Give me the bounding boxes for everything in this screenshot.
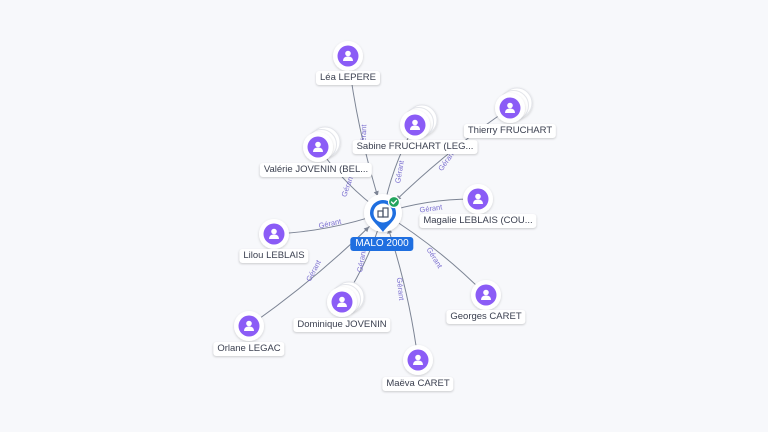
person-node-lea[interactable] [333,41,363,71]
person-node-magalie[interactable] [463,184,493,214]
edge-arrow-lea [373,190,379,197]
edge-label-lea: Gérant [359,123,369,147]
person-node-maeva[interactable] [403,345,433,375]
person-icon [481,289,491,300]
person-label-sabine[interactable]: Sabine FRUCHART (LEG... [352,140,478,154]
person-icon [473,193,483,204]
person-icon [244,320,254,331]
nodes-layer [234,41,533,375]
person-icon [410,119,420,130]
person-icon [269,228,279,239]
person-node-lilou[interactable] [259,219,289,249]
person-icon [337,296,347,307]
edge-label-maeva: Gérant [395,277,406,302]
edge-label-dominique: Gérant [355,248,368,273]
person-node-orlane[interactable] [234,311,264,341]
person-label-lilou[interactable]: Lilou LEBLAIS [239,249,309,263]
person-icon [313,141,323,152]
edge-arrow-orlane [363,226,370,233]
edge-label-georges: Gérant [425,246,445,271]
person-label-valerie[interactable]: Valérie JOVENIN (BEL... [259,163,373,177]
person-label-magalie[interactable]: Magalie LEBLAIS (COU... [419,214,537,228]
edge-label-lilou: Gérant [318,217,343,231]
edge-label-magalie: Gérant [419,202,444,214]
person-label-dominique[interactable]: Dominique JOVENIN [293,318,391,332]
person-label-georges[interactable]: Georges CARET [446,310,526,324]
person-node-georges[interactable] [471,280,501,310]
person-node-thierry[interactable] [495,87,533,123]
person-node-valerie[interactable] [303,126,341,162]
check-badge-icon [387,195,401,209]
person-node-sabine[interactable] [400,104,438,140]
building-icon [377,207,389,218]
person-label-thierry[interactable]: Thierry FRUCHART [463,124,557,138]
edge-label-sabine: Gérant [393,159,406,184]
person-label-lea[interactable]: Léa LEPERE [316,71,380,85]
company-label[interactable]: MALO 2000 [350,237,414,251]
person-node-dominique[interactable] [327,281,365,317]
person-label-orlane[interactable]: Orlane LEGAC [213,342,285,356]
person-icon [343,50,353,61]
company-node[interactable] [364,194,402,232]
person-label-maeva[interactable]: Maëva CARET [382,377,454,391]
person-icon [505,102,515,113]
person-icon [413,354,423,365]
